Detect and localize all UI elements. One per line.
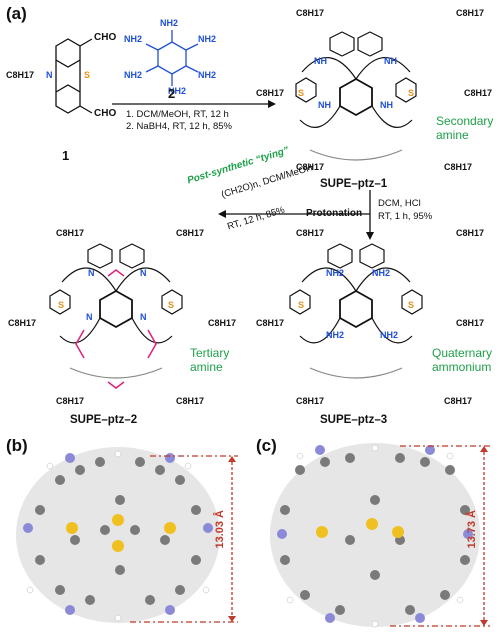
- compound-2-nh2-a: NH2: [160, 18, 179, 28]
- compound-1-cho-top: CHO: [94, 32, 117, 43]
- supe1-structure: [295, 31, 417, 161]
- panel-label-c: (c): [256, 436, 277, 455]
- compound-2-structure: [145, 30, 199, 86]
- supe3-note-line2: ammonium: [432, 360, 492, 374]
- panel-b-model: [16, 447, 220, 623]
- compound-1-s: S: [84, 70, 91, 80]
- supe3-structure: [289, 243, 423, 379]
- supe3-chain-l: C8H17: [256, 318, 285, 328]
- compound-2-number: 2: [168, 86, 176, 101]
- supe2-methylene-ties: [75, 269, 157, 389]
- supe3-chain-br: C8H17: [444, 396, 473, 406]
- supe1-chain-l: C8H17: [256, 88, 285, 98]
- supe2-chain-br: C8H17: [176, 396, 205, 406]
- supe3-nh2-1: NH2: [326, 268, 345, 278]
- compound-1-n: N: [46, 70, 53, 80]
- supe2-n-2: N: [140, 268, 147, 278]
- protonation-condition-2: RT, 1 h, 95%: [378, 211, 433, 222]
- supe2-n-1: N: [88, 268, 95, 278]
- supe3-chain-bl: C8H17: [296, 396, 325, 406]
- supe1-s-r: S: [408, 88, 415, 98]
- supe2-s-r: S: [168, 300, 175, 310]
- compound-2-nh2-c: NH2: [198, 70, 217, 80]
- compound-2-nh2-f: NH2: [124, 34, 143, 44]
- supe2-caption: SUPE–ptz–2: [70, 414, 138, 426]
- supe1-chain-bl: C8H17: [296, 162, 325, 172]
- panel-c-model: [270, 443, 480, 628]
- dimension-label-b: 13.03 Å: [214, 510, 226, 549]
- panel-c-dimension-lines: [390, 445, 490, 627]
- supe1-note-line1: Secondary: [436, 114, 494, 128]
- supe1-chain-r: C8H17: [464, 88, 493, 98]
- supe3-nh2-2: NH2: [372, 268, 391, 278]
- supe2-chain-l: C8H17: [8, 318, 37, 328]
- supe3-s-r: S: [408, 300, 415, 310]
- supe1-nh-1: NH: [314, 56, 327, 66]
- panel-label-a: (a): [6, 4, 27, 23]
- supe2-note-line1: Tertiary: [190, 346, 230, 360]
- supe3-note-line1: Quaternary: [432, 346, 493, 360]
- supe3-nh2-3: NH2: [326, 330, 345, 340]
- supe1-nh-2: NH: [384, 56, 397, 66]
- supe1-nh-4: NH: [380, 100, 393, 110]
- compound-2-nh2-d: NH2: [168, 86, 187, 96]
- compound-1-chain: C8H17: [6, 70, 35, 80]
- step1-condition-1: 1. DCM/MeOH, RT, 12 h: [126, 109, 229, 120]
- compound-1-cho-bottom: CHO: [94, 108, 117, 119]
- supe2-s-l: S: [58, 300, 65, 310]
- supe2-structure: [49, 243, 183, 379]
- supe3-chain-tr: C8H17: [456, 228, 485, 238]
- dimension-label-c: 13.73 Å: [466, 510, 478, 549]
- supe2-note: Tertiary amine: [190, 346, 229, 374]
- supe3-chain-r: C8H17: [456, 318, 485, 328]
- panel-label-b: (b): [6, 436, 28, 455]
- supe2-n-3: N: [86, 312, 93, 322]
- supe2-chain-bl: C8H17: [56, 396, 85, 406]
- supe1-note: Secondary amine: [436, 114, 493, 142]
- supe3-note: Quaternary ammonium: [432, 346, 492, 374]
- supe2-chain-r: C8H17: [208, 318, 237, 328]
- supe2-chain-tr: C8H17: [176, 228, 205, 238]
- compound-1-number: 1: [62, 148, 70, 163]
- protonation-title: Protonation: [306, 208, 363, 219]
- supe1-nh-3: NH: [318, 100, 331, 110]
- compound-2-nh2-e: NH2: [124, 70, 143, 80]
- panel-b-dimension-lines: [130, 455, 238, 623]
- supe1-caption: SUPE–ptz–1: [320, 178, 388, 190]
- supe1-chain-tr: C8H17: [456, 8, 485, 18]
- step1-condition-2: 2. NaBH4, RT, 12 h, 85%: [126, 121, 232, 132]
- supe3-s-l: S: [298, 300, 305, 310]
- supe1-note-line2: amine: [436, 128, 469, 142]
- supe3-chain-tl: C8H17: [296, 228, 325, 238]
- supe3-nh2-4: NH2: [380, 330, 399, 340]
- protonation-condition-1: DCM, HCl: [378, 198, 421, 209]
- supe2-note-line2: amine: [190, 360, 223, 374]
- supe1-s-l: S: [298, 88, 305, 98]
- supe2-n-4: N: [140, 312, 147, 322]
- supe3-caption: SUPE–ptz–3: [320, 414, 388, 426]
- supe2-chain-tl: C8H17: [56, 228, 85, 238]
- supe1-chain-tl: C8H17: [296, 8, 325, 18]
- supe1-chain-br: C8H17: [444, 162, 473, 172]
- compound-2-nh2-b: NH2: [198, 34, 217, 44]
- compound-1-structure: [55, 38, 93, 114]
